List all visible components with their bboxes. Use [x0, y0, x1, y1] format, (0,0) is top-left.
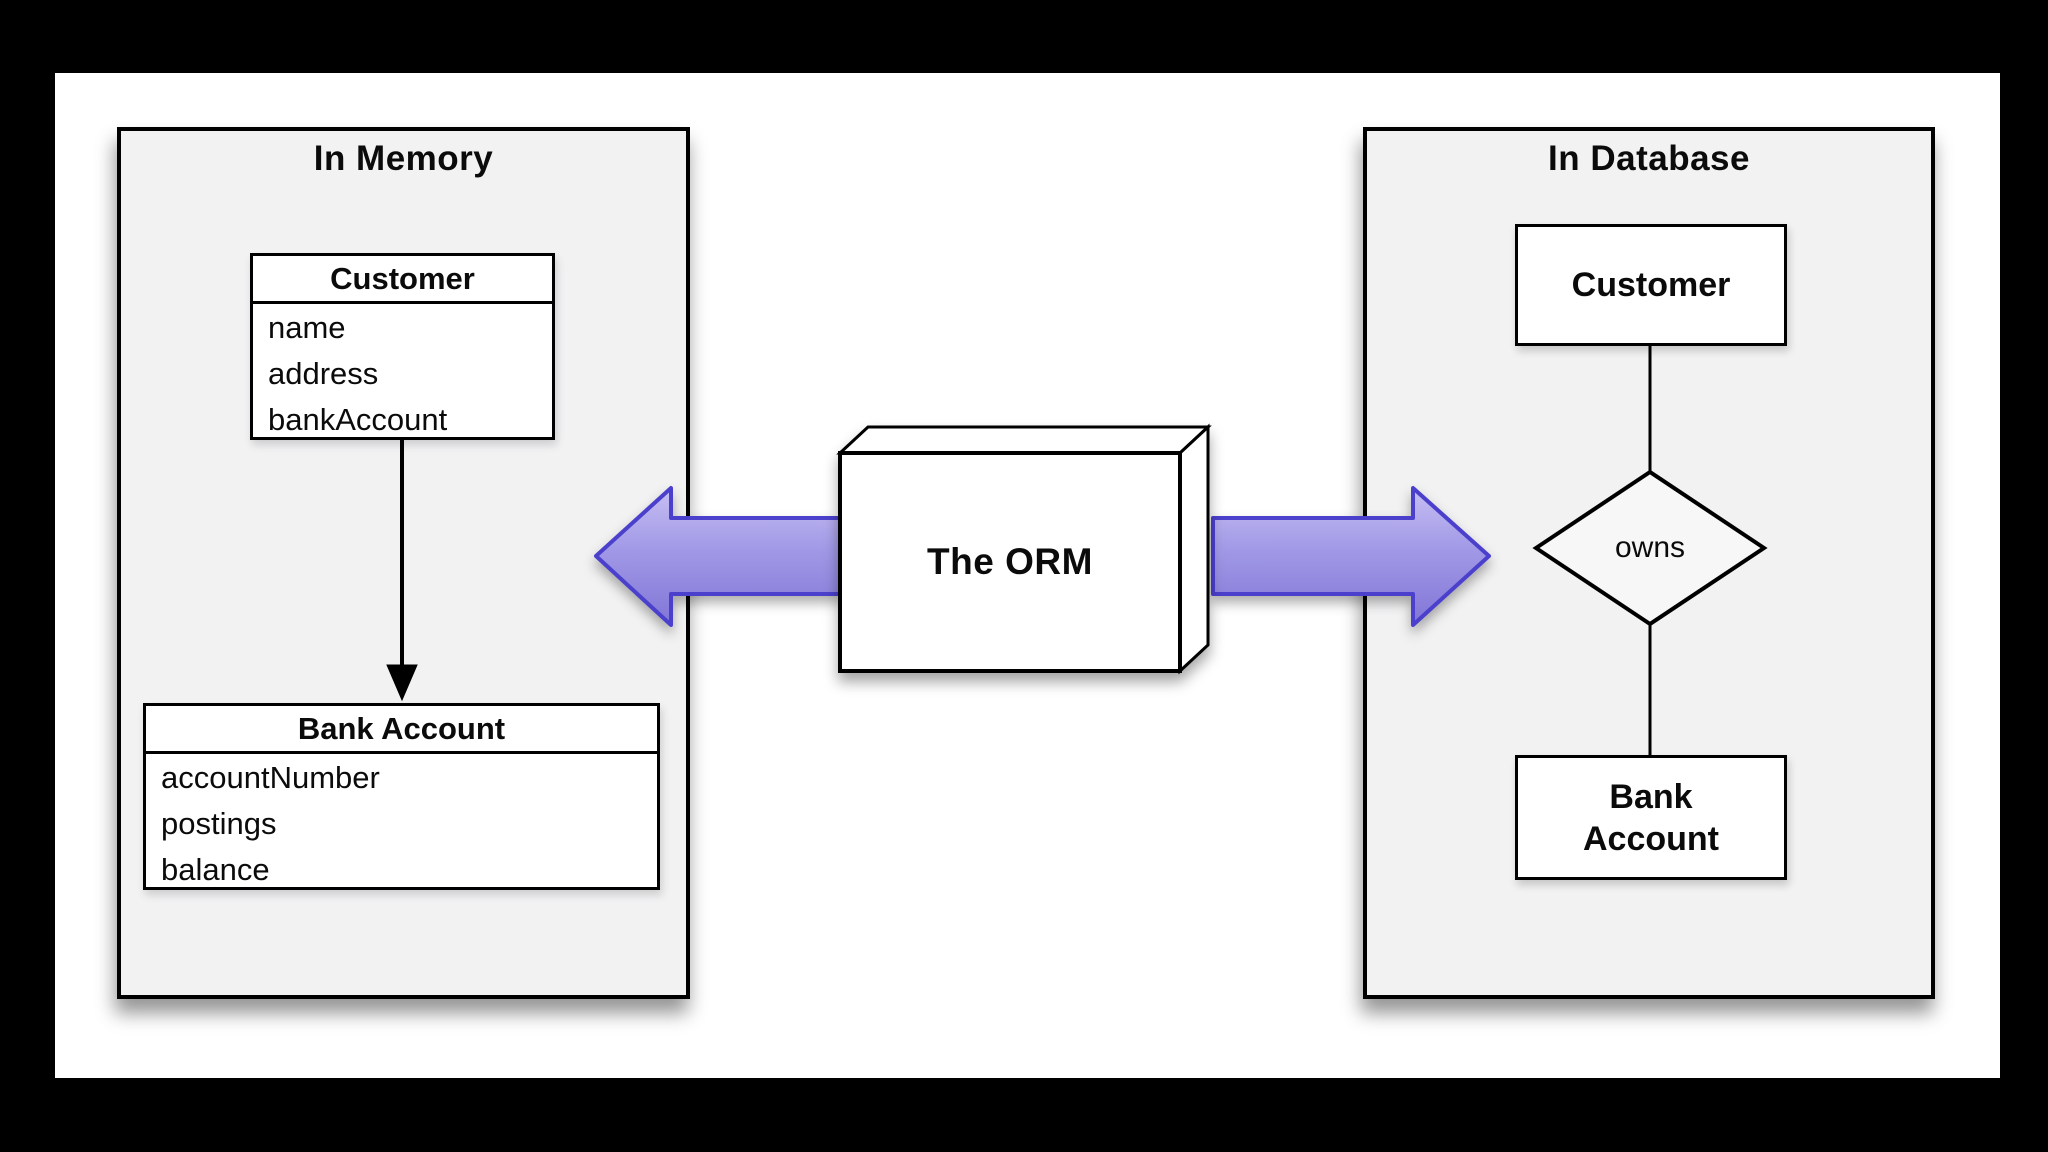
bankaccount-field-postings: postings [161, 806, 277, 841]
customer-to-bankaccount-arrow [386, 440, 418, 702]
bank-account-entity-box: Bank Account [1515, 755, 1787, 880]
customer-field-bankaccount: bankAccount [268, 402, 448, 437]
bankaccount-field-accountnumber: accountNumber [161, 760, 380, 795]
orm-label-wrap: The ORM [840, 453, 1180, 671]
bank-account-class-box: Bank Account accountNumber postings bala… [143, 703, 660, 890]
customer-class-box: Customer name address bankAccount [250, 253, 555, 440]
orm-to-database-arrow [1211, 486, 1491, 627]
bank-account-class-fields: accountNumber postings balance [146, 754, 657, 893]
in-database-panel-title: In Database [1548, 139, 1750, 178]
slide-canvas: In Memory In Database [55, 73, 2000, 1078]
customer-field-name: name [268, 310, 346, 345]
diagram-shape-layer [386, 346, 1768, 756]
owns-diamond [1532, 469, 1768, 627]
in-memory-panel-title: In Memory [313, 139, 494, 178]
orm-label: The ORM [927, 541, 1093, 582]
orm-to-memory-arrow [594, 486, 843, 627]
bankaccount-field-balance: balance [161, 852, 270, 887]
customer-class-fields: name address bankAccount [253, 304, 552, 443]
customer-entity-box: Customer [1515, 224, 1787, 346]
customer-field-address: address [268, 356, 379, 391]
bank-account-class-title: Bank Account [146, 706, 657, 754]
customer-entity-label: Customer [1571, 266, 1731, 304]
bank-account-entity-label: Bank Account [1583, 777, 1719, 858]
owns-label: owns [1614, 531, 1686, 564]
orm-box [836, 423, 1212, 675]
customer-class-title: Customer [253, 256, 552, 304]
